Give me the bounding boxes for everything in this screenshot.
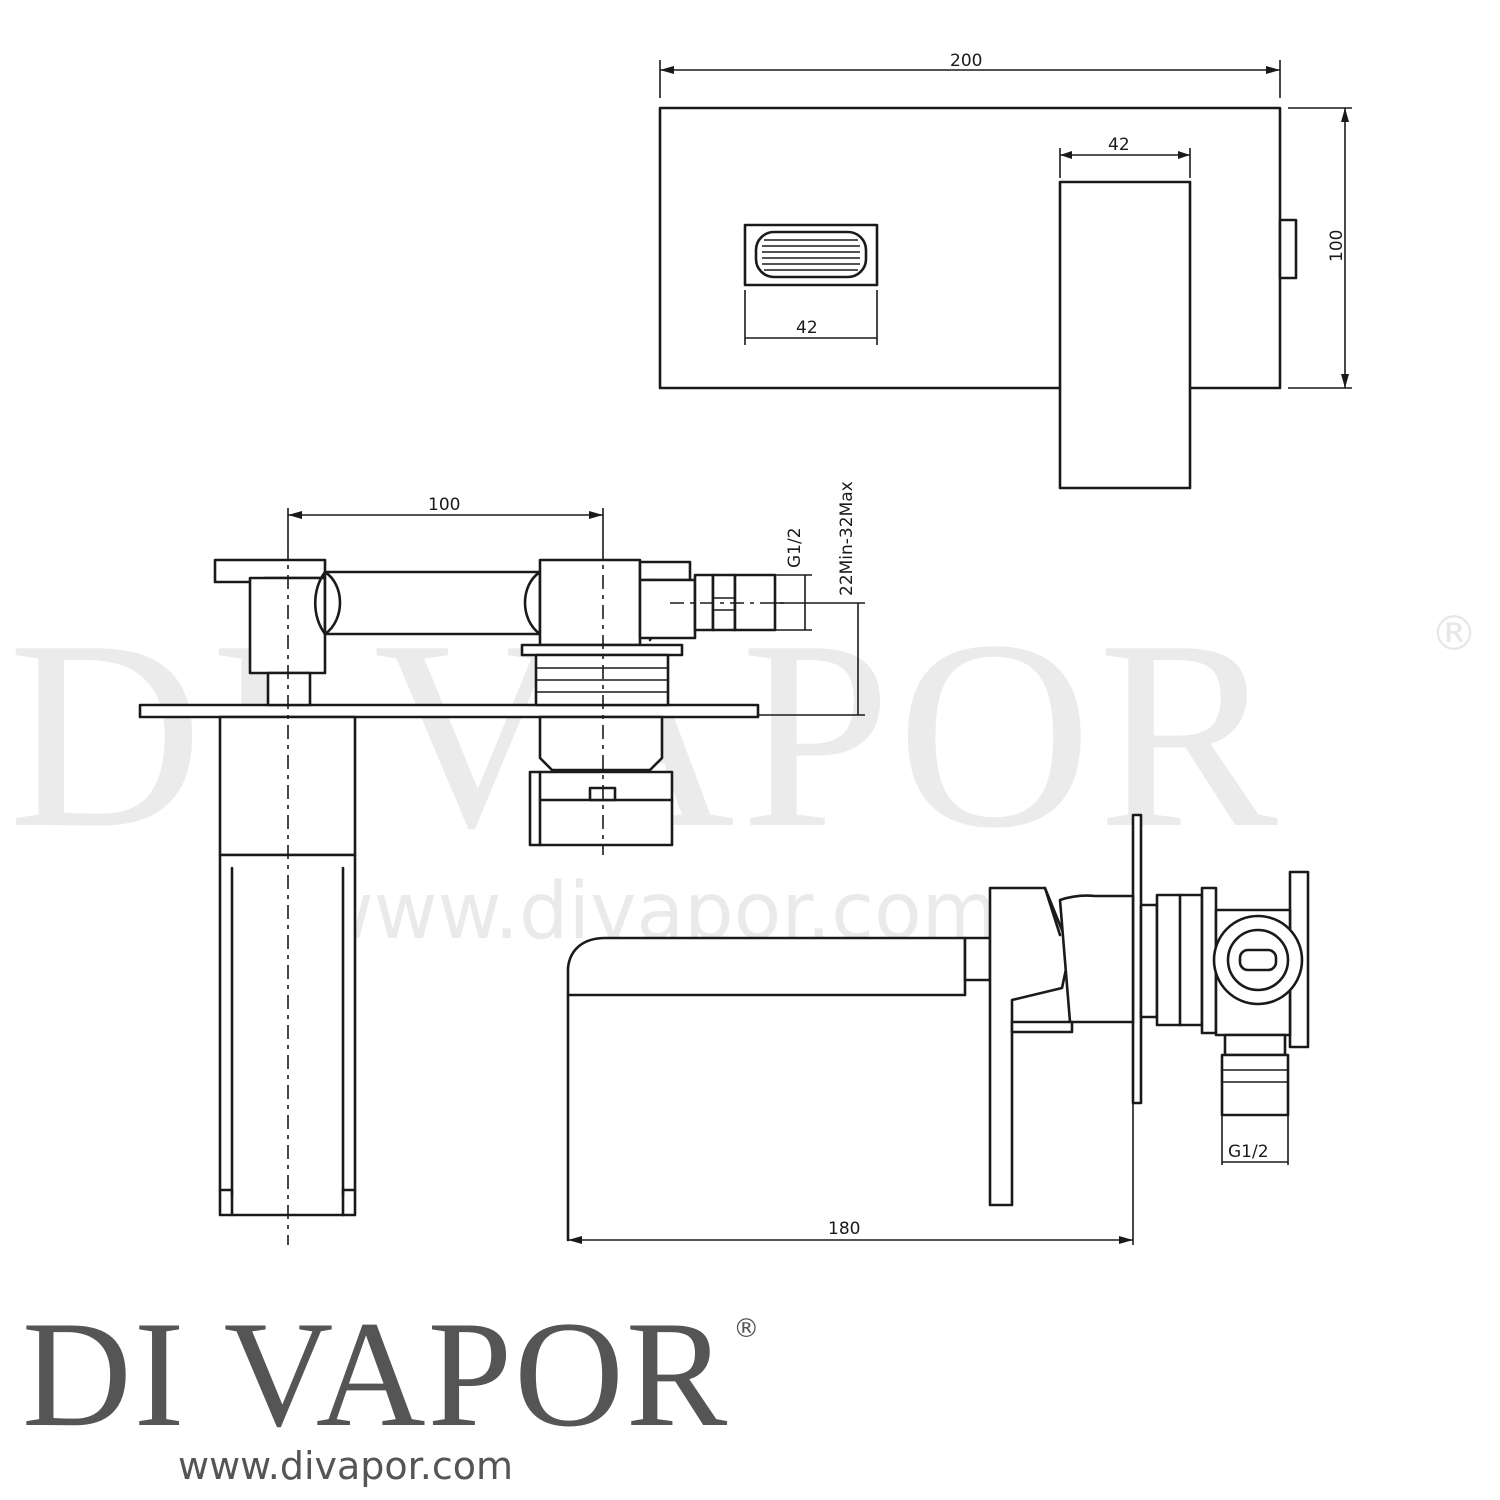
side-view: G1/2 180 [566, 813, 1310, 1245]
dim-front-height: 100 [1327, 230, 1347, 262]
dim-lever-width: 42 [1108, 135, 1130, 155]
dim-spout-projection: 180 [828, 1219, 860, 1239]
brand-registered: ® [733, 1314, 762, 1344]
dim-side-inlet: G1/2 [1228, 1142, 1269, 1162]
dim-top-center: 100 [428, 495, 460, 515]
front-view: 200 42 42 100 [658, 51, 1352, 490]
brand-logo: DI VAPOR® [22, 1298, 761, 1450]
dim-top-inlet: G1/2 [785, 527, 805, 568]
brand-url: www.divapor.com [178, 1444, 514, 1488]
top-view: 100 [138, 481, 865, 1245]
dim-spout-width: 42 [796, 318, 818, 338]
watermark-registered: ® [1430, 606, 1478, 662]
brand-name: DI VAPOR [22, 1290, 730, 1458]
dim-wall-depth: 22Min-32Max [837, 481, 857, 596]
dim-front-width: 200 [950, 51, 982, 71]
